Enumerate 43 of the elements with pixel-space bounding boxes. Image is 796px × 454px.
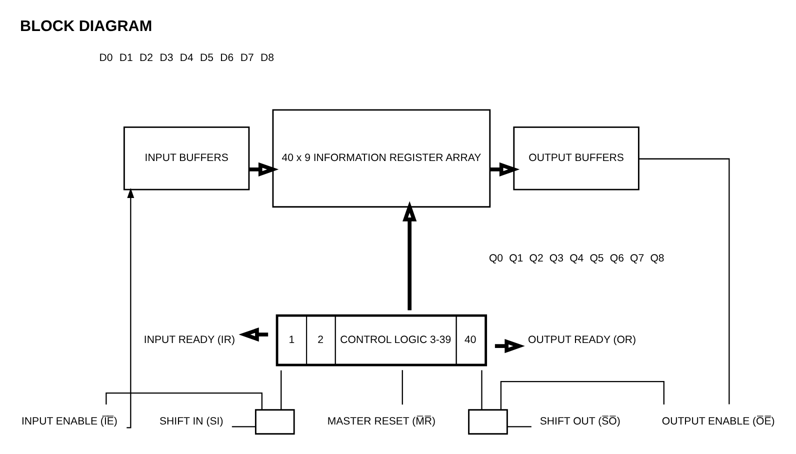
connector (232, 426, 256, 427)
node-box: INPUT BUFFERS (123, 126, 250, 190)
label: Q4 (570, 252, 584, 264)
label: Q3 (549, 252, 564, 264)
connector (280, 370, 282, 410)
label: D4 (180, 51, 194, 64)
label: Q2 (529, 252, 544, 264)
connector (500, 380, 664, 410)
arrow (238, 326, 268, 342)
node-text: MASTER RESET (M̅R̅) (327, 415, 436, 428)
connector (402, 370, 403, 404)
arrow (490, 162, 520, 176)
label: D6 (220, 51, 234, 64)
arrow (249, 162, 279, 176)
arrow (402, 200, 417, 310)
label: D5 (200, 51, 214, 64)
arrow (494, 338, 525, 353)
node-text: SHIFT OUT (S̅O̅) (540, 415, 620, 428)
label: D7 (240, 51, 254, 64)
label: D3 (160, 51, 174, 64)
label: Q1 (509, 252, 524, 264)
label: Q5 (590, 252, 604, 264)
label: D8 (260, 51, 274, 64)
connector (638, 158, 730, 404)
node-box (254, 408, 295, 434)
label: Q6 (610, 252, 624, 264)
label: D1 (119, 51, 133, 64)
node-text: SHIFT IN (SI) (160, 415, 224, 428)
label: D0 (99, 51, 113, 64)
label: Q8 (650, 252, 664, 264)
connector (481, 370, 482, 410)
node-text: INPUT ENABLE (I̅E̅) (22, 415, 118, 428)
node-box (468, 408, 508, 434)
diagram-title: BLOCK DIAGRAM (20, 18, 152, 35)
node-box: 40 x 9 INFORMATION REGISTER ARRAY (272, 108, 491, 208)
label: Q0 (488, 252, 504, 264)
node-text: OUTPUT ENABLE (O̅E̅) (662, 415, 775, 428)
node-text: OUTPUT READY (OR) (528, 333, 636, 346)
label: Q7 (630, 252, 644, 264)
node-box: OUTPUT BUFFERS (513, 126, 640, 190)
connector (508, 426, 532, 427)
label: D2 (140, 51, 154, 64)
node-text: INPUT READY (IR) (144, 333, 235, 346)
